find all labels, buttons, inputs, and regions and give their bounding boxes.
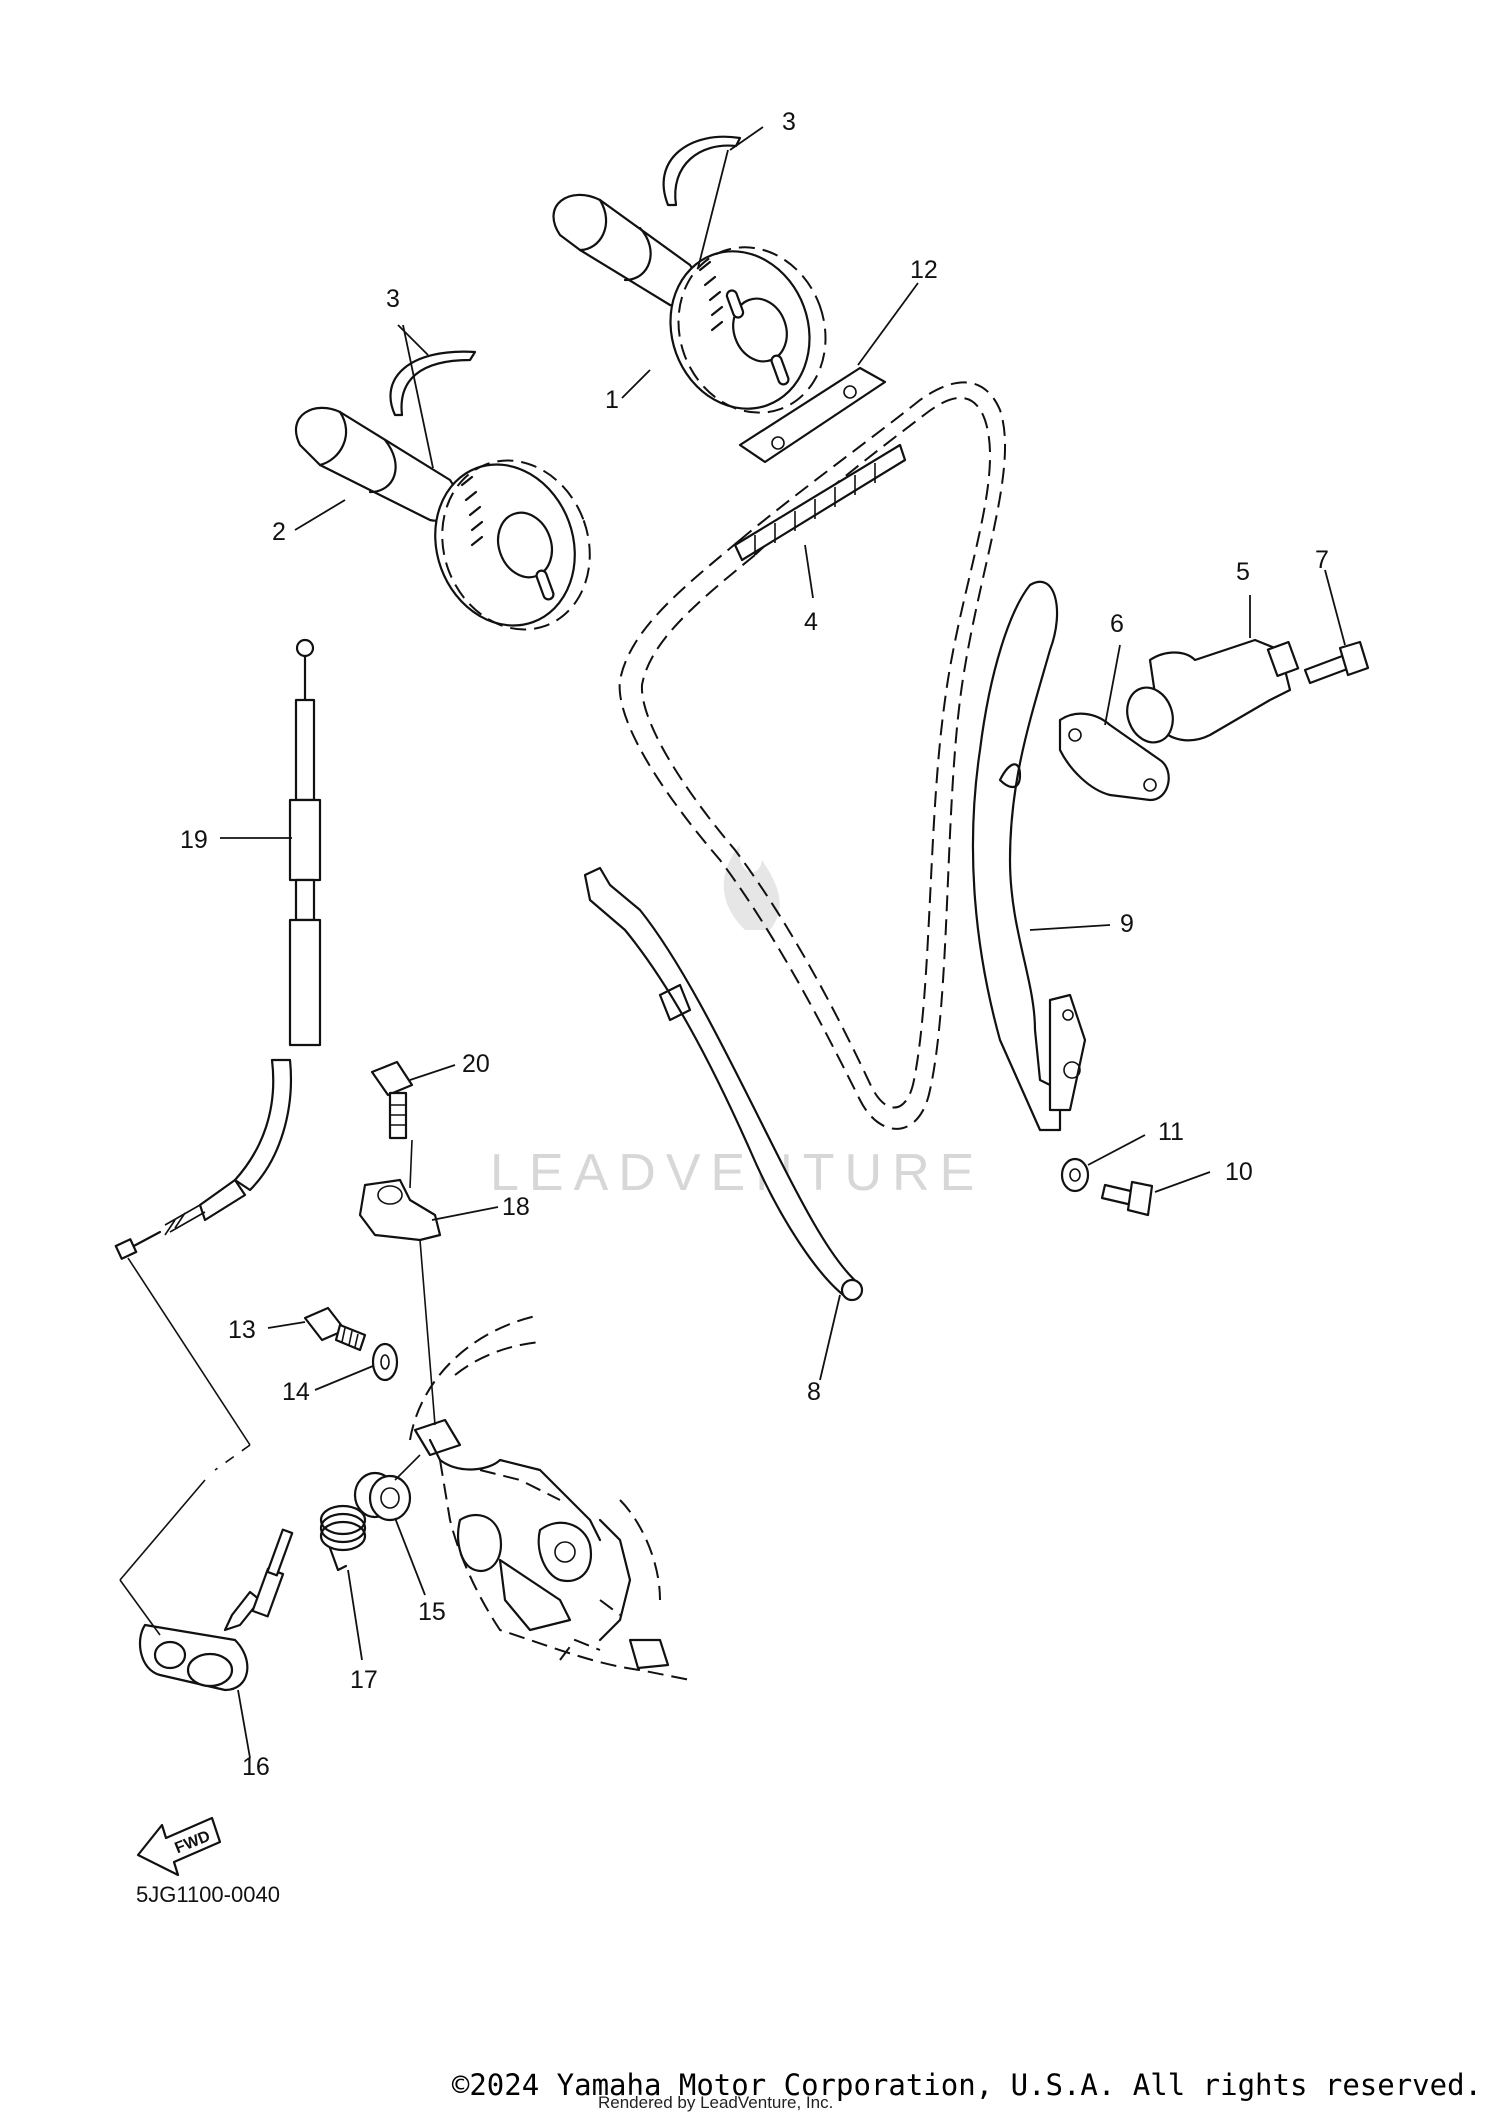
gasket-6 bbox=[1058, 712, 1170, 802]
diagram-code: 5JG1100-0040 bbox=[136, 1882, 280, 1907]
bolt-10 bbox=[1100, 1180, 1154, 1217]
tensioner-guide-9 bbox=[971, 580, 1062, 1132]
callout-2: 2 bbox=[272, 518, 286, 546]
callout-13: 13 bbox=[228, 1316, 256, 1344]
assembly-lines bbox=[119, 1139, 436, 1636]
bolt-20 bbox=[370, 1060, 414, 1140]
timing-chain-4 bbox=[618, 381, 1007, 1130]
oil-seal-15 bbox=[353, 1471, 412, 1522]
callout-12: 12 bbox=[910, 256, 938, 284]
callout-3-lower: 3 bbox=[386, 285, 400, 313]
clip-3-upper bbox=[662, 135, 742, 207]
bolt-7 bbox=[1303, 640, 1370, 685]
callout-3-upper: 3 bbox=[782, 108, 796, 136]
clip-3-lower bbox=[389, 350, 477, 417]
callout-15: 15 bbox=[418, 1598, 446, 1626]
callout-19: 19 bbox=[180, 826, 208, 854]
callout-17: 17 bbox=[350, 1666, 378, 1694]
callout-9: 9 bbox=[1120, 910, 1134, 938]
callout-labels: 1 2 3 3 4 5 6 7 8 9 10 11 12 13 14 15 16… bbox=[180, 108, 1329, 1781]
fwd-arrow-icon: FWD bbox=[136, 1816, 222, 1877]
leader-lines bbox=[220, 126, 1346, 1759]
watermark: LEADVENTURE bbox=[490, 845, 984, 1202]
callout-16: 16 bbox=[242, 1753, 270, 1781]
callout-4: 4 bbox=[804, 608, 818, 636]
chain-guide-8 bbox=[583, 866, 862, 1302]
tensioner-5 bbox=[1126, 638, 1300, 744]
bolt-13 bbox=[303, 1306, 367, 1352]
callout-7: 7 bbox=[1315, 546, 1329, 574]
washer-14 bbox=[371, 1342, 399, 1382]
callout-10: 10 bbox=[1225, 1158, 1253, 1186]
callout-14: 14 bbox=[282, 1378, 310, 1406]
lever-16 bbox=[138, 1528, 294, 1692]
bracket-18 bbox=[358, 1178, 442, 1242]
callout-6: 6 bbox=[1110, 610, 1124, 638]
rendered-by-footer: Rendered by LeadVenture, Inc. bbox=[598, 2093, 834, 2112]
callout-5: 5 bbox=[1236, 558, 1250, 586]
callout-8: 8 bbox=[807, 1378, 821, 1406]
camshaft-2 bbox=[294, 406, 591, 631]
spring-17 bbox=[319, 1504, 367, 1572]
callout-1: 1 bbox=[605, 386, 619, 414]
copyright-footer: ©2024 Yamaha Motor Corporation, U.S.A. A… bbox=[451, 2068, 1482, 2102]
cable-19 bbox=[114, 638, 322, 1260]
callout-18: 18 bbox=[502, 1193, 530, 1221]
callout-20: 20 bbox=[462, 1050, 490, 1078]
camshaft-1 bbox=[552, 193, 827, 414]
chain-guide-12 bbox=[738, 366, 887, 464]
washer-11 bbox=[1060, 1157, 1090, 1193]
cylinder-head-partial bbox=[409, 1314, 691, 1681]
callout-11: 11 bbox=[1158, 1118, 1184, 1146]
watermark-text: LEADVENTURE bbox=[490, 1144, 984, 1202]
